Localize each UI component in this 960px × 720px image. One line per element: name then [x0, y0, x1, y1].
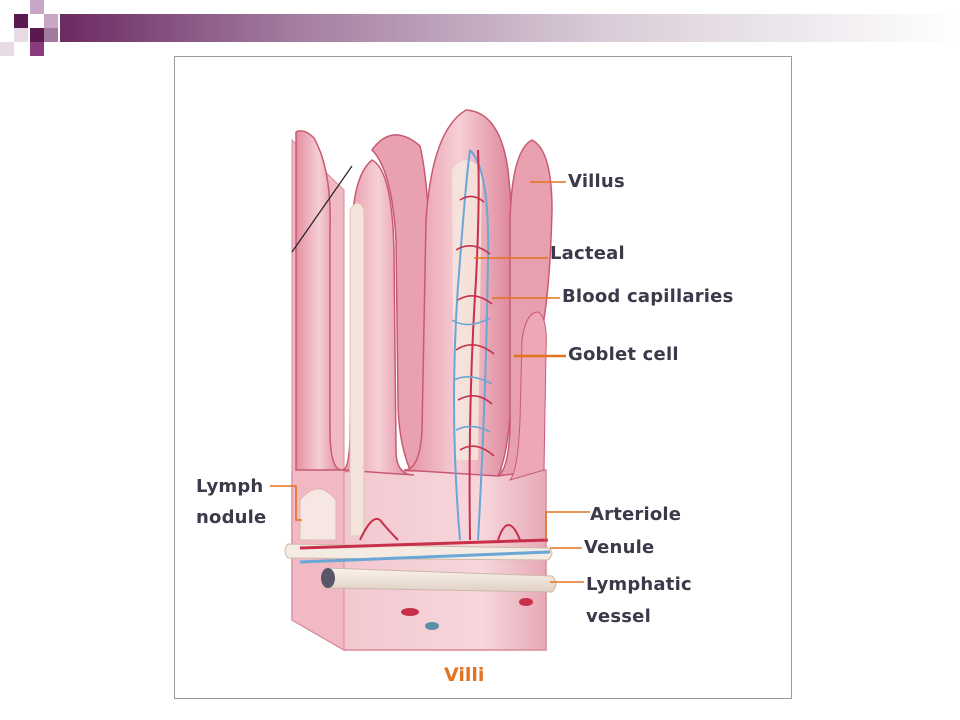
- deco-square: [14, 14, 28, 28]
- diagram-caption: Villi: [444, 664, 485, 686]
- capillary-blue: [453, 149, 471, 541]
- leader-line-lymph-nodule: [270, 485, 302, 521]
- capillary-red: [468, 149, 480, 541]
- villus-shape: [295, 130, 343, 471]
- tissue-cell: [519, 598, 533, 606]
- venule-line: [299, 550, 551, 564]
- capillary-blue-branch: [451, 317, 493, 433]
- capillary-network: [359, 149, 521, 541]
- leader-line-black: [291, 165, 353, 253]
- lymphatic-vessel-end: [321, 568, 335, 588]
- capillary-red: [455, 195, 495, 457]
- deco-square: [30, 0, 44, 14]
- goblet-villus-shape: [508, 311, 547, 481]
- capillary-red-base: [359, 518, 521, 541]
- leader-lines: [270, 181, 590, 583]
- label-lymph-nodule-line2: nodule: [196, 507, 267, 528]
- label-lymphatic-vessel-line1: Lymphatic: [586, 574, 692, 595]
- label-venule: Venule: [584, 537, 655, 558]
- deco-square: [30, 28, 44, 42]
- deco-square: [14, 28, 28, 42]
- label-blood-capillaries: Blood capillaries: [562, 286, 734, 307]
- deco-square: [44, 28, 58, 42]
- label-lymph-nodule-line1: Lymph: [196, 476, 264, 497]
- lacteal-column: [349, 202, 365, 537]
- lymph-nodule-shape: [299, 488, 337, 541]
- label-arteriole: Arteriole: [590, 504, 682, 525]
- deco-square: [0, 42, 14, 56]
- deco-square: [30, 42, 44, 56]
- title-bar-decoration: [0, 0, 960, 56]
- leader-line-arteriole: [545, 511, 590, 540]
- label-lymphatic-vessel-line2: vessel: [586, 606, 651, 627]
- tissue-cell: [401, 608, 419, 616]
- arteriole-line: [299, 538, 549, 550]
- tissue-cell: [425, 622, 439, 630]
- capillary-blue: [469, 149, 490, 541]
- deco-square: [44, 14, 58, 28]
- label-lacteal: Lacteal: [550, 243, 625, 264]
- label-goblet-cell: Goblet cell: [568, 344, 679, 365]
- lacteal-core: [452, 160, 482, 460]
- label-villus: Villus: [568, 171, 625, 192]
- title-bar-gradient: [60, 14, 960, 42]
